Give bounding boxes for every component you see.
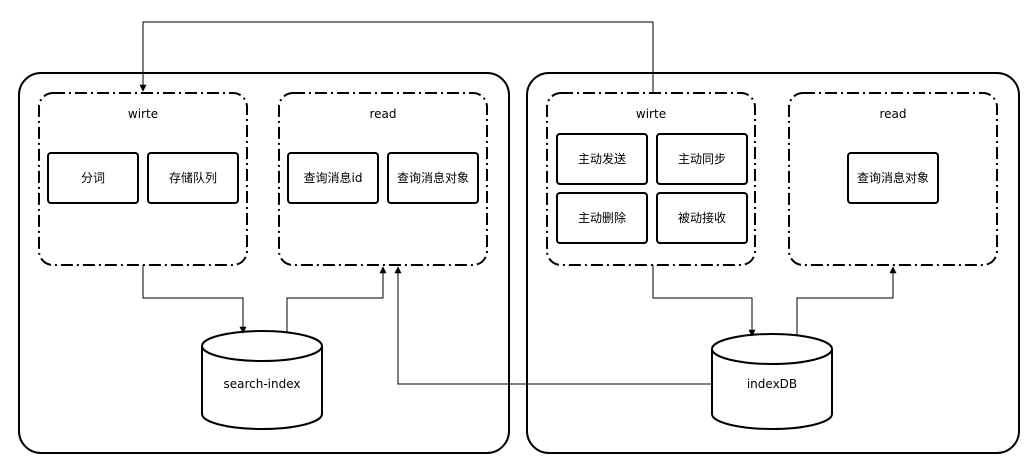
left-write-box-2-label: 存储队列 — [169, 170, 217, 185]
connector-left-write-to-left-db — [142, 265, 247, 334]
right-write-box-1-label: 主动发送 — [578, 151, 626, 166]
left-write-box-1 — [47, 152, 139, 204]
left-write-label: wirte — [128, 107, 158, 121]
right-database-label: indexDB — [747, 377, 797, 391]
left-read-box-1 — [287, 152, 379, 204]
left-read-group — [278, 92, 488, 266]
left-write-box-2 — [147, 152, 239, 204]
right-write-label: wirte — [636, 107, 666, 121]
left-database-cylinder — [201, 330, 323, 430]
right-read-label: read — [879, 107, 906, 121]
left-database-label: search-index — [223, 377, 300, 391]
left-read-box-2 — [387, 152, 479, 204]
right-write-group — [546, 92, 756, 266]
left-read-box-1-label: 查询消息id — [304, 170, 363, 185]
right-write-box-4-label: 被动接收 — [678, 210, 726, 225]
right-database-cylinder — [711, 333, 833, 430]
left-read-box-2-label: 查询消息对象 — [397, 170, 469, 185]
right-write-box-3-label: 主动删除 — [578, 210, 626, 225]
right-write-box-4 — [656, 192, 748, 244]
left-write-box-1-label: 分词 — [81, 171, 105, 185]
right-write-box-2-label: 主动同步 — [678, 152, 726, 166]
connector-left-db-to-left-read — [286, 266, 387, 333]
right-read-box-1 — [847, 152, 939, 204]
right-write-box-1 — [556, 133, 648, 185]
right-read-box-1-label: 查询消息对象 — [857, 170, 929, 185]
left-system-container — [18, 72, 510, 454]
connector-right-write-to-left-write — [139, 21, 654, 93]
right-read-group — [788, 92, 998, 266]
left-read-label: read — [369, 107, 396, 121]
connector-right-db-to-right-read — [796, 266, 897, 336]
right-write-box-3 — [556, 192, 648, 244]
connector-right-write-to-right-db — [652, 265, 756, 337]
right-write-box-2 — [656, 133, 748, 185]
connector-right-db-to-left-read — [394, 266, 712, 385]
